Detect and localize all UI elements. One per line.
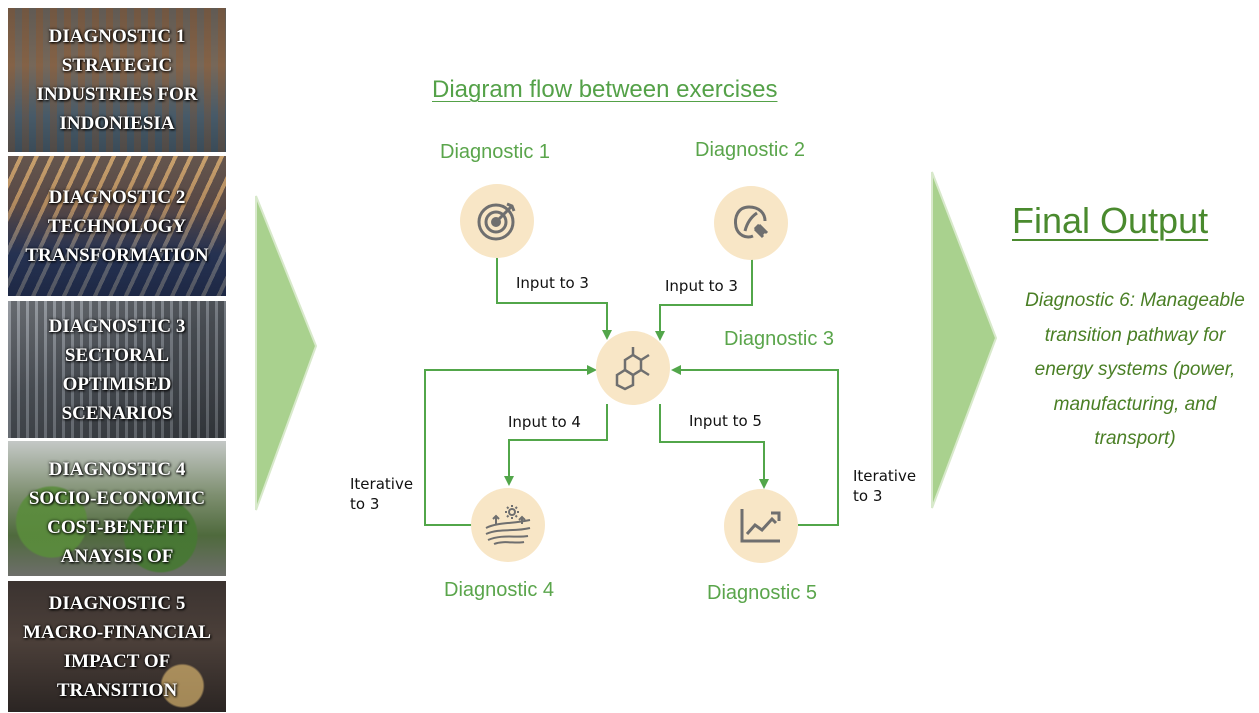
final-output-description: Diagnostic 6: Manageable transition path… <box>1025 290 1245 449</box>
node-diagnostic-2 <box>714 186 788 260</box>
target-icon <box>477 202 516 241</box>
flow-label-d5-d3: Iterative to 3 <box>853 467 917 505</box>
flow-label-d1-d3: Input to 3 <box>516 274 589 292</box>
panel-label: DIAGNOSTIC 3 SECTORAL OPTIMISED SCENARIO… <box>48 315 186 424</box>
panel-label: DIAGNOSTIC 4 SOCIO-ECONOMIC COST-BENEFIT… <box>28 459 206 567</box>
node-label-d5: Diagnostic 5 <box>707 582 818 604</box>
chart-trend-icon <box>740 509 781 543</box>
right-chevron-arrow <box>931 171 998 509</box>
flow-d3-to-d4 <box>504 404 608 486</box>
final-output-title: Final Output <box>1012 200 1209 241</box>
panel-diagnostic-2: DIAGNOSTIC 2 TECHNOLOGY TRANSFORMATION <box>8 156 226 296</box>
node-label-d1: Diagnostic 1 <box>440 141 551 163</box>
left-chevron-arrow <box>255 195 318 511</box>
molecule-icon <box>615 347 650 391</box>
landscape-icon <box>485 505 531 545</box>
leaf-plug-icon <box>734 205 769 239</box>
flow-d1-to-d3 <box>496 258 612 340</box>
panel-label: DIAGNOSTIC 5 MACRO-FINANCIAL IMPACT OF T… <box>23 592 211 701</box>
node-diagnostic-1 <box>460 184 534 258</box>
panel-label: DIAGNOSTIC 1 STRATEGIC INDUSTRIES FOR IN… <box>36 26 198 134</box>
panel-diagnostic-4: DIAGNOSTIC 4 SOCIO-ECONOMIC COST-BENEFIT… <box>8 441 226 576</box>
diagram-title: Diagram flow between exercises <box>432 76 778 103</box>
flow-d3-to-d5 <box>659 404 769 489</box>
flow-d2-to-d3 <box>655 259 753 341</box>
flow-label-d4-d3: Iterative to 3 <box>350 475 414 513</box>
panel-diagnostic-5: DIAGNOSTIC 5 MACRO-FINANCIAL IMPACT OF T… <box>8 581 226 712</box>
flow-label-d3-d4: Input to 4 <box>508 413 581 431</box>
flow-label-d3-d5: Input to 5 <box>689 412 762 430</box>
flow-d5-to-d3 <box>671 365 839 526</box>
node-diagnostic-3 <box>596 331 670 405</box>
panel-label: DIAGNOSTIC 2 TECHNOLOGY TRANSFORMATION <box>25 186 209 266</box>
panel-diagnostic-1: DIAGNOSTIC 1 STRATEGIC INDUSTRIES FOR IN… <box>8 8 226 152</box>
node-diagnostic-4 <box>471 488 545 562</box>
node-diagnostic-5 <box>724 489 798 563</box>
flow-label-d2-d3: Input to 3 <box>665 277 738 295</box>
node-label-d3: Diagnostic 3 <box>724 328 835 350</box>
node-label-d4: Diagnostic 4 <box>444 579 555 601</box>
panel-diagnostic-3: DIAGNOSTIC 3 SECTORAL OPTIMISED SCENARIO… <box>8 301 226 438</box>
flow-d4-to-d3 <box>424 365 597 526</box>
node-label-d2: Diagnostic 2 <box>695 139 806 161</box>
